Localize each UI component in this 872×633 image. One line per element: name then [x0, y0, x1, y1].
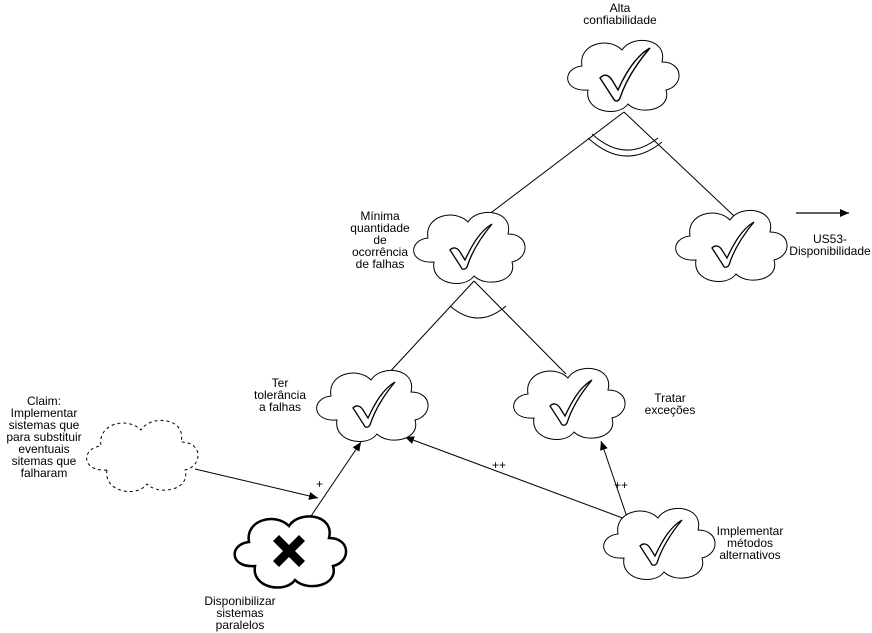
- label-claim: Claim: Implementar sistemas que para sub…: [6, 394, 82, 480]
- label-tolerancia: Ter tolerância a falhas: [253, 376, 307, 414]
- label-paralelos: Disponibilizar sistemas paralelos: [204, 594, 276, 632]
- decomposition-link-minima-tolerancia: [385, 280, 475, 377]
- contribution-label-plusplus-excecoes: ++: [614, 478, 629, 492]
- cloud-tolerancia[interactable]: [316, 370, 429, 442]
- decomposition-link-alta-minima: [483, 111, 625, 219]
- contribution-link-claim-tolerancia: [194, 468, 319, 500]
- check-icon: [549, 379, 593, 426]
- and-arc-minima: [449, 305, 507, 319]
- cloud-alternativos[interactable]: [603, 508, 716, 580]
- denied-x-icon: [273, 535, 305, 567]
- check-icon: [711, 221, 755, 268]
- check-icon: [639, 519, 683, 566]
- label-minima: Mínima quantidade de ocorrência de falha…: [350, 209, 410, 271]
- and-arc-alta: [587, 137, 663, 157]
- contribution-link-paralelos-tolerancia: [304, 441, 362, 526]
- contribution-link-alternativos-tolerancia: [404, 436, 629, 521]
- contribution-link-alternativos-excecoes: [600, 440, 629, 521]
- label-alta: Alta confiabilidade: [583, 1, 657, 27]
- label-excecoes: Tratar exceções: [644, 391, 696, 417]
- contribution-label-plusplus-tolerancia: ++: [492, 458, 507, 472]
- cloud-minima[interactable]: [413, 212, 526, 284]
- contribution-label-plus: +: [316, 477, 324, 491]
- check-icon: [352, 381, 396, 428]
- check-icon: [449, 223, 493, 270]
- decomposition-link-minima-excecoes: [473, 280, 567, 375]
- label-us53: US53- Disponibilidade: [789, 232, 871, 258]
- cloud-excecoes[interactable]: [513, 368, 626, 440]
- cloud-claim[interactable]: [86, 420, 199, 492]
- cloud-alta[interactable]: [567, 40, 680, 112]
- cloud-us53[interactable]: [675, 210, 788, 282]
- check-icon: [599, 47, 651, 102]
- decomposition-link-alta-us53: [623, 111, 735, 217]
- and-arc-alta-inner: [591, 133, 659, 151]
- label-alternativos: Implementar métodos alternativos: [716, 524, 784, 562]
